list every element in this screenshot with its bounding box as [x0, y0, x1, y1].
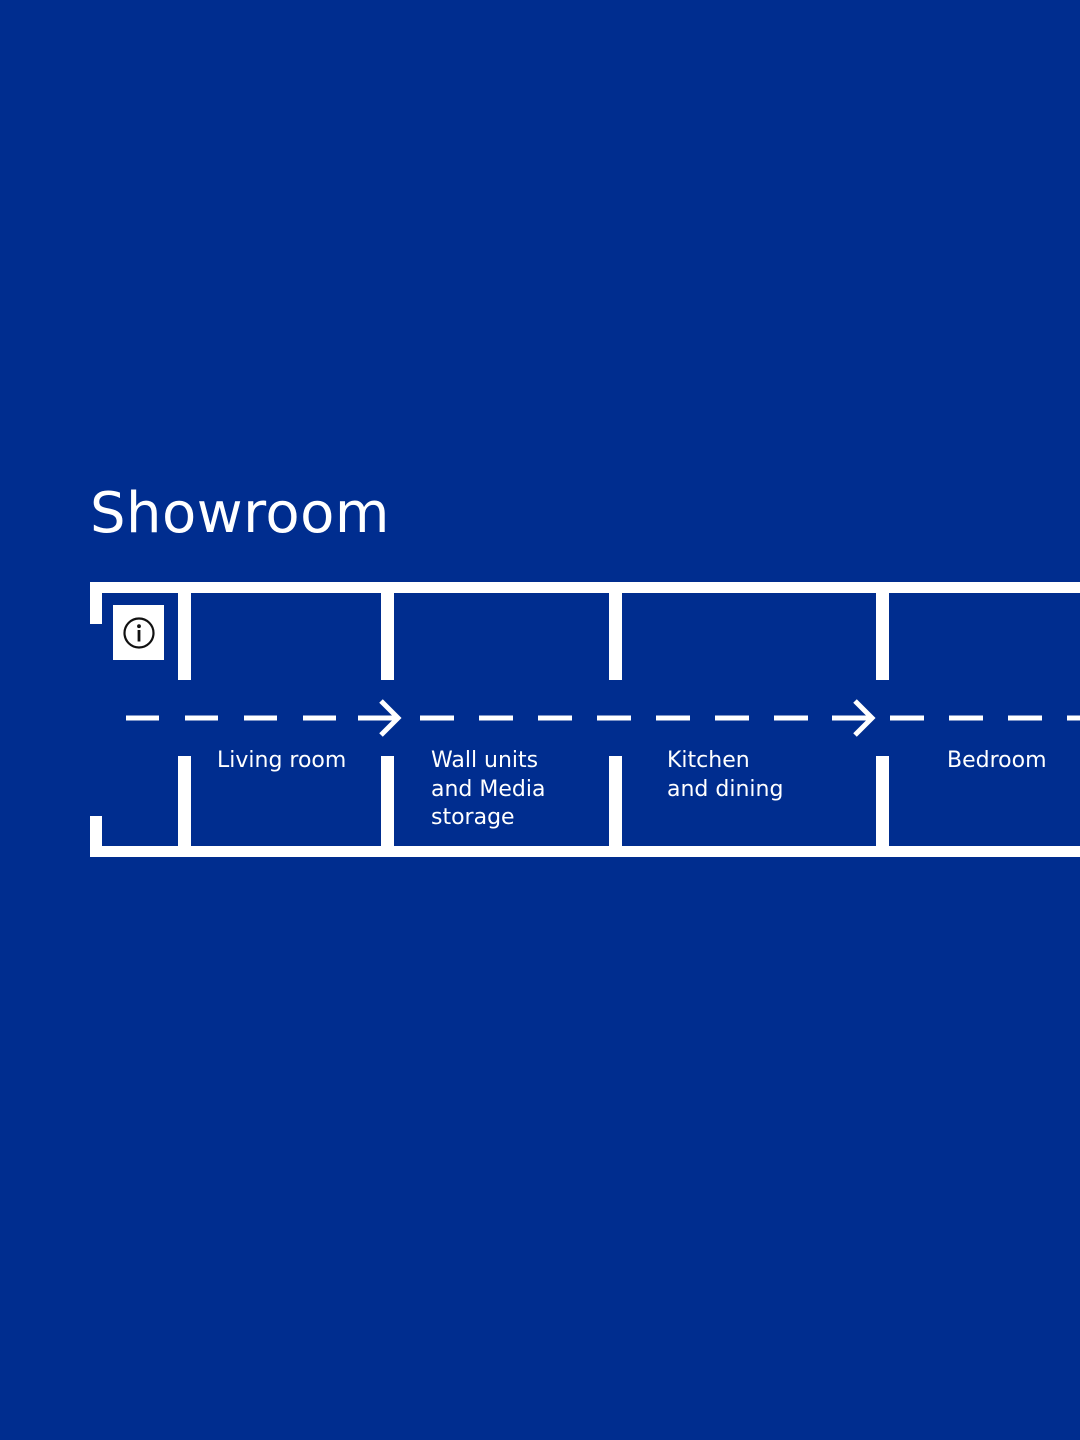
partition-4-lower — [876, 756, 889, 857]
partition-2-upper — [381, 582, 394, 680]
room-label-wall-units: Wall units and Media storage — [431, 748, 546, 830]
partition-1-lower — [178, 756, 191, 857]
room-label-bedroom: Bedroom — [947, 748, 1047, 773]
outer-wall-top — [90, 582, 1080, 593]
partition-3-upper — [609, 582, 622, 680]
partition-3-lower — [609, 756, 622, 857]
page-title: Showroom — [90, 481, 390, 546]
partition-4-upper — [876, 582, 889, 680]
outer-wall-left-lower — [90, 816, 102, 857]
room-label-kitchen: Kitchen and dining — [667, 748, 784, 802]
arrow-right-icon — [358, 699, 402, 737]
outer-wall-left-upper — [90, 582, 102, 624]
partition-2-lower — [381, 756, 394, 857]
info-icon — [122, 616, 155, 649]
outer-wall-bottom — [90, 846, 1080, 857]
partition-1-upper — [178, 582, 191, 680]
room-label-living-room: Living room — [217, 748, 347, 773]
info-point — [113, 605, 164, 660]
arrow-right-icon — [832, 699, 876, 737]
